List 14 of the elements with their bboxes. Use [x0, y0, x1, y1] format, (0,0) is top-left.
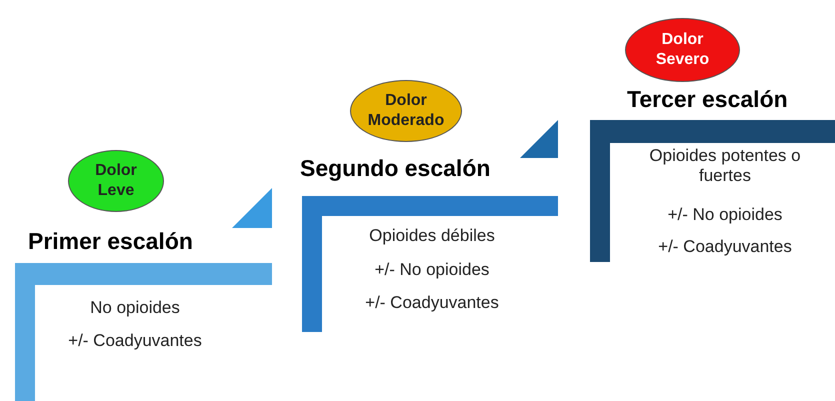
step-heading: Primer escalón — [28, 228, 193, 255]
pain-level-oval: Dolor Moderado — [350, 80, 462, 142]
medication-text: +/- Coadyuvantes — [657, 237, 793, 257]
medication-text: +/- No opioides — [666, 205, 784, 225]
step-heading: Segundo escalón — [300, 155, 490, 182]
pain-level-oval: Dolor Severo — [625, 18, 740, 82]
medication-text: +/- Coadyuvantes — [67, 331, 203, 351]
pain-level-oval: Dolor Leve — [68, 150, 164, 212]
medication-text: +/- No opioides — [374, 260, 490, 280]
medication-text: No opioides — [89, 298, 181, 318]
medication-text: +/- Coadyuvantes — [364, 293, 500, 313]
step-heading: Tercer escalón — [627, 86, 788, 113]
medication-text: Opioides débiles — [368, 226, 496, 246]
medication-text: Opioides potentes o fuertes — [648, 146, 802, 186]
